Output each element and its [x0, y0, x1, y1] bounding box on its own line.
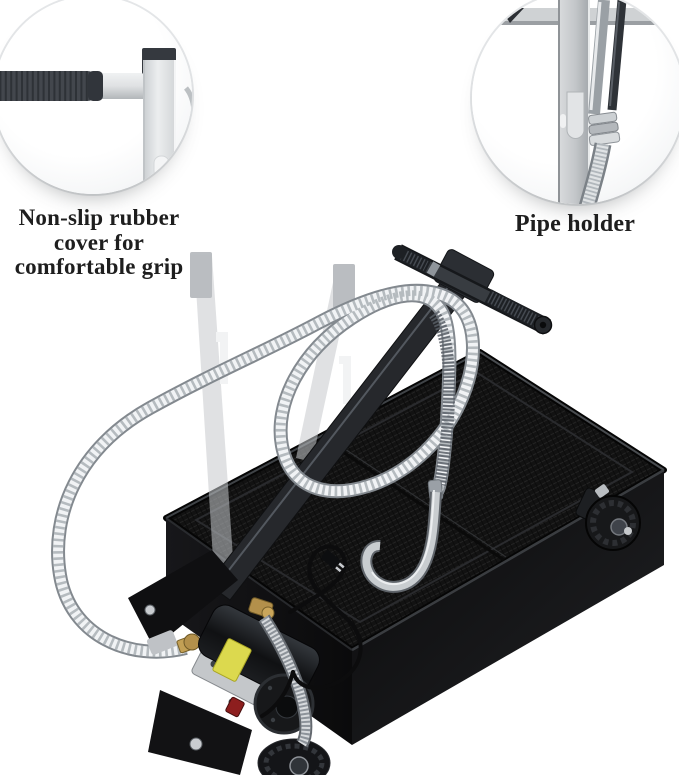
power-switch	[225, 696, 245, 718]
steel-j-hook-outlet	[360, 489, 442, 593]
chrome-tube	[588, 0, 610, 115]
grip-label-line-2: cover for	[53, 229, 145, 255]
grip-callout-label: Non-slip rubber cover for comfortable gr…	[2, 205, 196, 280]
background-hook-edge	[183, 86, 192, 140]
pipe-holder-label-text: Pipe holder	[514, 211, 636, 237]
pan-divider-seam	[321, 434, 507, 562]
caster-wheel-front	[257, 738, 331, 775]
pan-front-right-face	[352, 470, 664, 745]
grip-label-line-3: comfortable grip	[14, 254, 184, 279]
power-cord	[260, 544, 363, 718]
rubber-grip-cover	[0, 71, 103, 101]
hose-coupler-rings	[588, 111, 621, 146]
mesh-frame	[193, 370, 634, 624]
oil-drain-pan-cart-photo	[51, 244, 667, 775]
corrugated-hose	[579, 142, 612, 204]
pump-label	[212, 638, 252, 682]
vertical-bracket	[143, 60, 176, 194]
pipe-holder-clip	[560, 91, 585, 139]
pipe-holder-illustration	[500, 0, 679, 204]
power-plug	[321, 550, 345, 573]
pipe-holder-callout-label: Pipe holder	[472, 211, 678, 237]
pipe-holder-detail-inset	[472, 0, 679, 204]
pump-bracket-arm	[128, 550, 238, 648]
hose-clamp	[146, 630, 178, 655]
electric-pump	[128, 550, 320, 775]
spring-guard-hose	[258, 614, 313, 748]
grip-detail-inset	[0, 0, 192, 194]
pump-front-plate	[148, 690, 252, 775]
grip-detail-illustration	[0, 48, 192, 194]
dark-rod	[607, 0, 627, 111]
grip-label-line-1: Non-slip rubber	[18, 205, 180, 230]
t-handle	[392, 244, 553, 335]
caster-wheel-right	[575, 484, 641, 551]
